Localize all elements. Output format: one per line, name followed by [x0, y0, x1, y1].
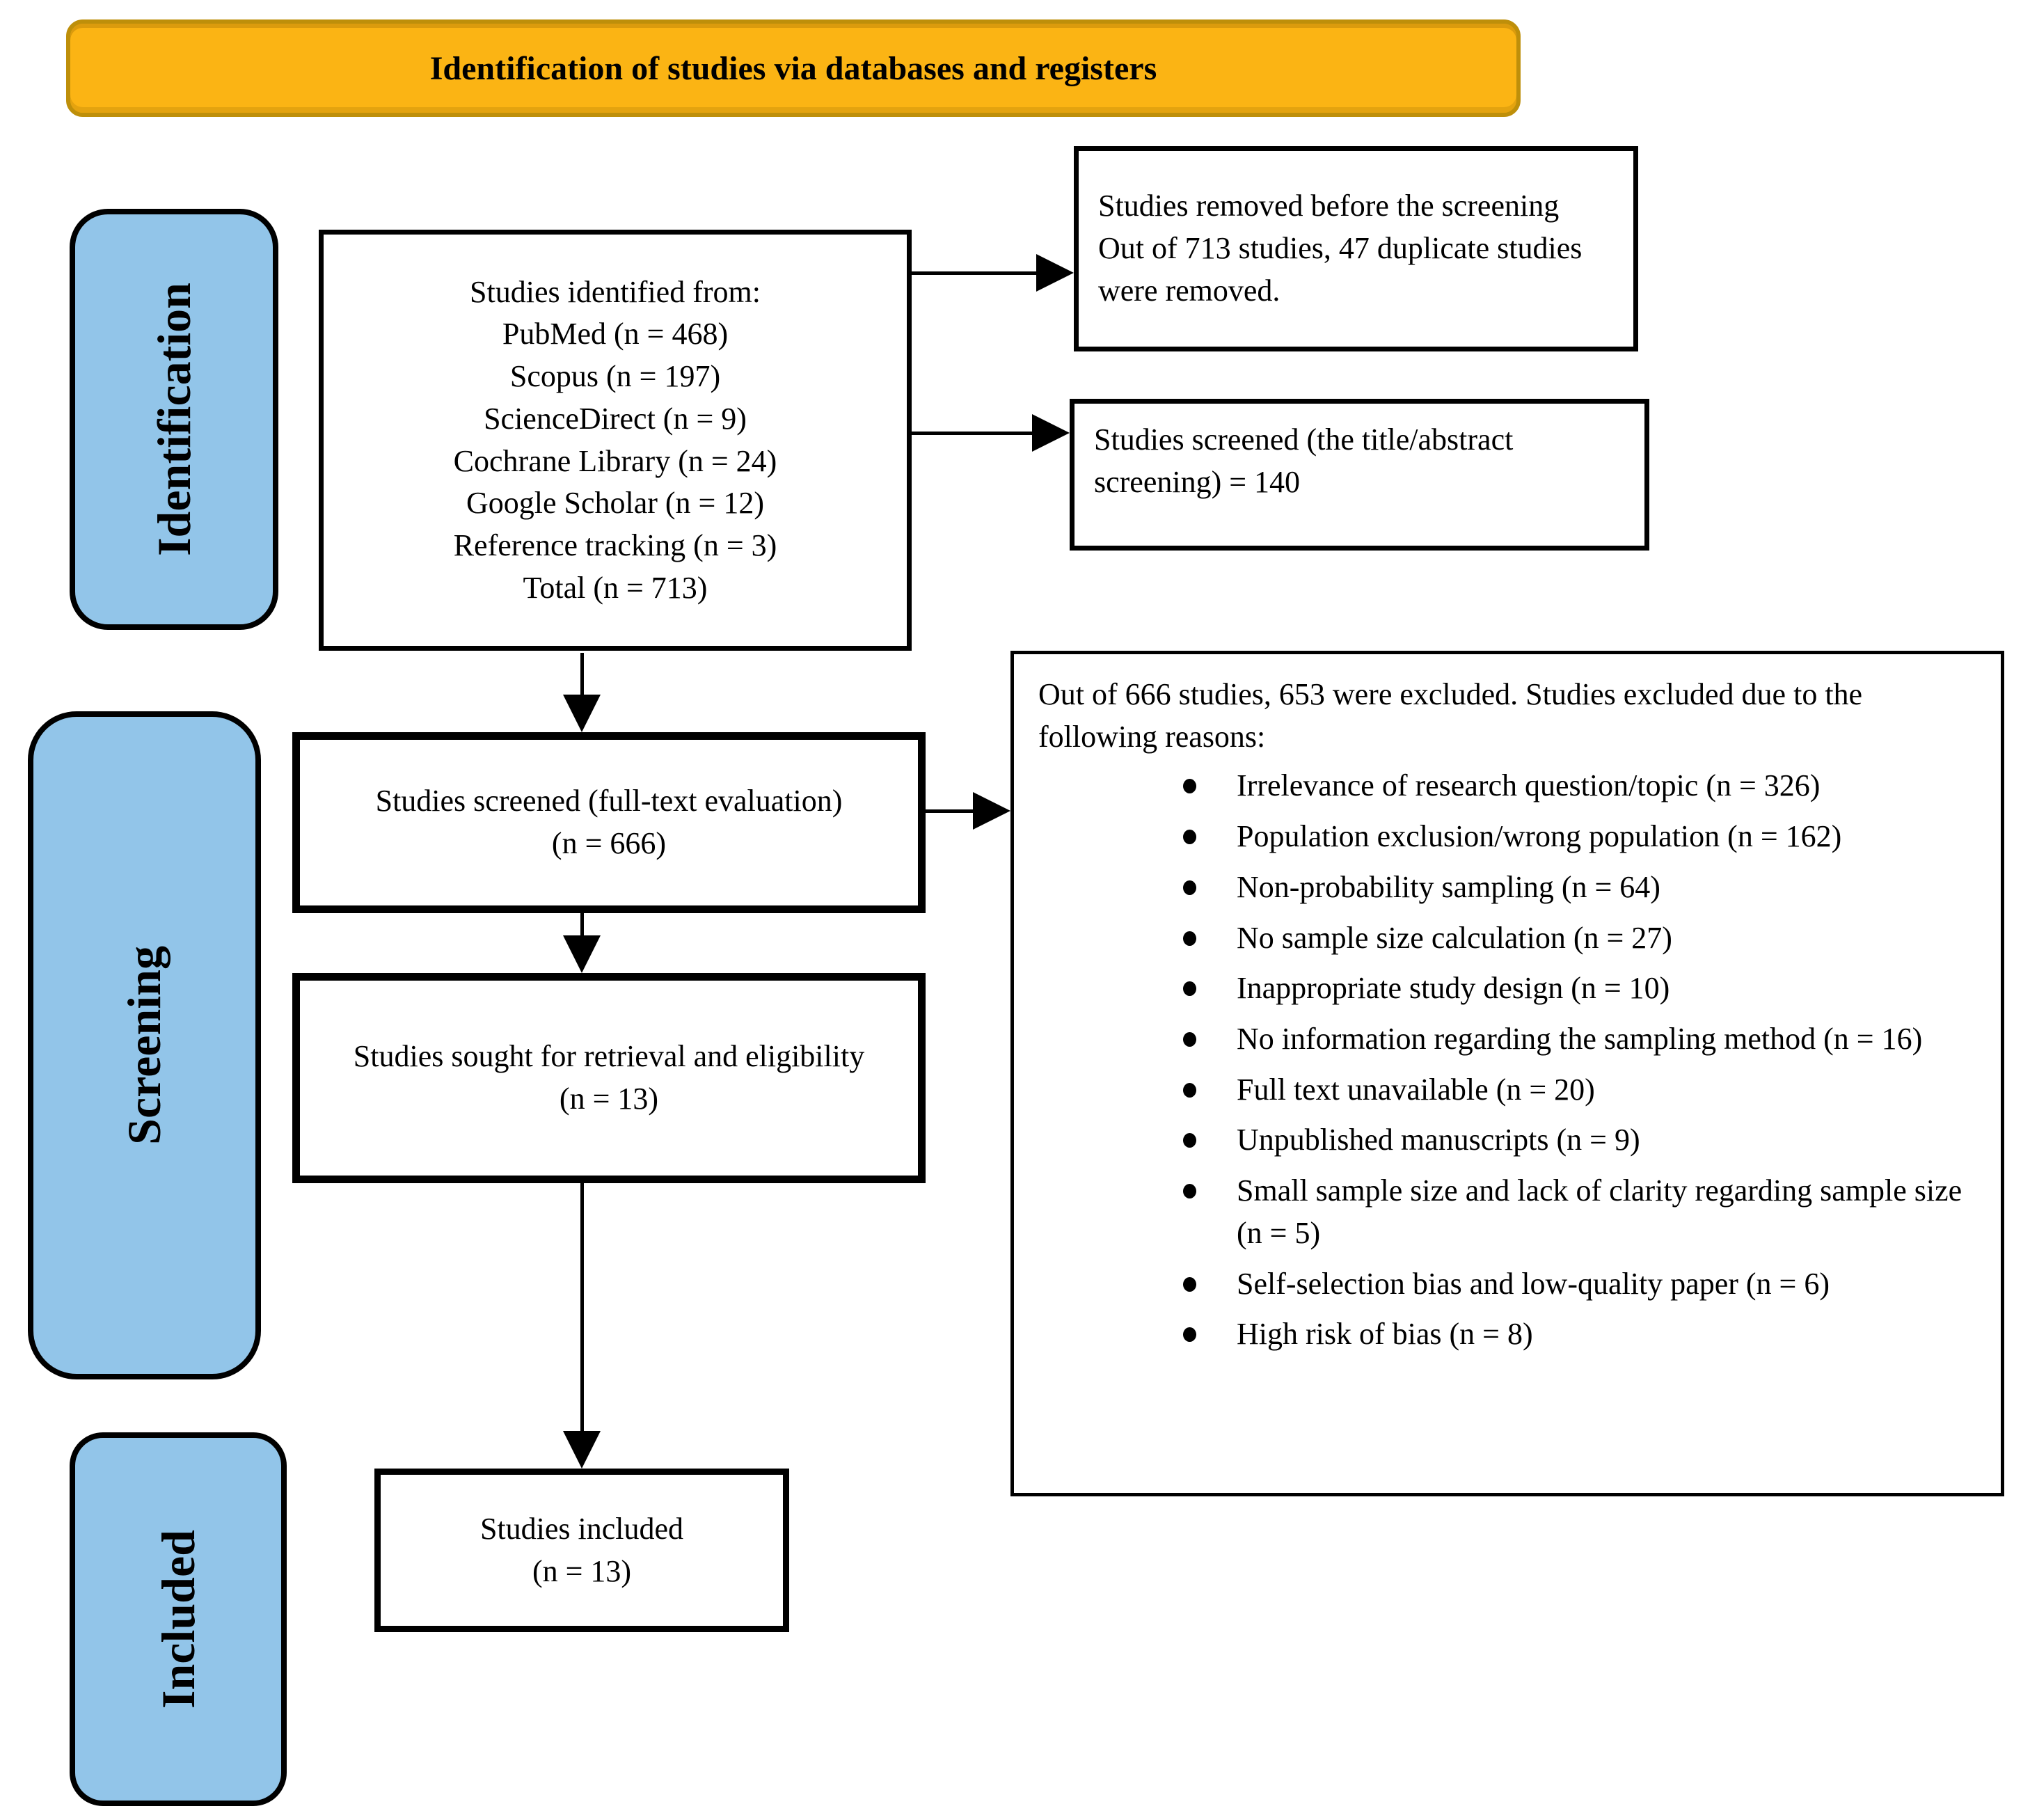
banner: Identification of studies via databases …: [66, 19, 1521, 117]
box-studies-sought: Studies sought for retrieval and eligibi…: [292, 973, 926, 1183]
banner-title: Identification of studies via databases …: [429, 49, 1157, 87]
exclusion-reason-item: No information regarding the sampling me…: [1164, 1018, 1976, 1061]
stage-screening: Screening: [28, 711, 261, 1379]
exclusion-reason-item: Full text unavailable (n = 20): [1164, 1069, 1976, 1111]
stage-identification-label: Identification: [147, 283, 200, 556]
box-studies-screened-title-abstract: Studies screened (the title/abstract scr…: [1070, 399, 1649, 551]
studies-screened-full-text-text: Studies screened (full-text evaluation)(…: [375, 784, 843, 860]
arrow-fulltext-to-exclusion-line: [926, 809, 974, 813]
exclusion-reason-list: Irrelevance of research question/topic (…: [1038, 765, 1976, 1356]
box-studies-included: Studies included(n = 13): [374, 1469, 789, 1632]
arrow-identified-to-screened-ta-line: [912, 432, 1033, 435]
stage-included-label: Included: [151, 1530, 205, 1709]
arrow-fulltext-to-sought-line: [580, 913, 584, 938]
exclusion-reason-item: Inappropriate study design (n = 10): [1164, 967, 1976, 1010]
box-studies-screened-full-text: Studies screened (full-text evaluation)(…: [292, 732, 926, 913]
arrow-sought-to-included-head: [563, 1431, 601, 1469]
stage-identification: Identification: [70, 209, 278, 630]
arrow-identified-to-removed-head: [1036, 254, 1074, 292]
exclusion-reason-item: Small sample size and lack of clarity re…: [1164, 1170, 1976, 1254]
exclusion-reason-item: Population exclusion/wrong population (n…: [1164, 816, 1976, 858]
exclusion-intro: Out of 666 studies, 653 were excluded. S…: [1038, 677, 1863, 754]
exclusion-reason-item: High risk of bias (n = 8): [1164, 1313, 1976, 1356]
arrow-fulltext-to-sought-head: [563, 935, 601, 973]
arrow-fulltext-to-exclusion-head: [973, 792, 1010, 830]
arrow-identified-to-fulltext-line: [580, 653, 584, 697]
exclusion-reason-item: Non-probability sampling (n = 64): [1164, 867, 1976, 909]
exclusion-reason-item: Irrelevance of research question/topic (…: [1164, 765, 1976, 807]
arrow-sought-to-included-line: [580, 1183, 584, 1432]
stage-included: Included: [70, 1432, 287, 1806]
studies-included-text: Studies included(n = 13): [479, 1511, 684, 1588]
box-studies-identified: Studies identified from:PubMed (n = 468)…: [319, 230, 912, 651]
studies-identified-text: Studies identified from:PubMed (n = 468)…: [453, 274, 777, 605]
arrow-identified-to-fulltext-head: [563, 695, 601, 732]
studies-screened-title-abstract-text: Studies screened (the title/abstract scr…: [1094, 422, 1514, 499]
arrow-identified-to-screened-ta-head: [1032, 414, 1070, 452]
studies-sought-text: Studies sought for retrieval and eligibi…: [353, 1039, 865, 1116]
box-exclusion-reasons: Out of 666 studies, 653 were excluded. S…: [1010, 651, 2004, 1496]
exclusion-reason-item: No sample size calculation (n = 27): [1164, 917, 1976, 960]
exclusion-reason-item: Self-selection bias and low-quality pape…: [1164, 1263, 1976, 1306]
stage-screening-label: Screening: [118, 946, 171, 1145]
arrow-identified-to-removed-line: [912, 271, 1037, 275]
exclusion-reason-item: Unpublished manuscripts (n = 9): [1164, 1119, 1976, 1162]
